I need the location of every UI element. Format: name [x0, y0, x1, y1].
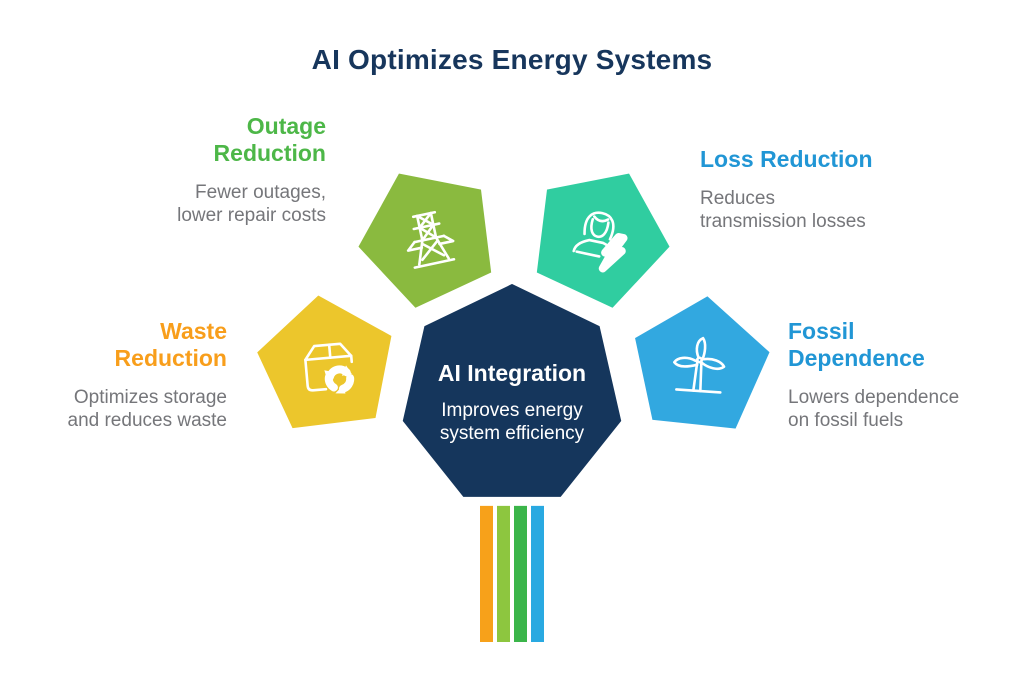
desc-line: Optimizes storage — [73, 387, 227, 408]
heading-line: Outage — [246, 113, 326, 139]
heading-line: Dependence — [788, 345, 925, 371]
label-waste-reduction: Waste Reduction Optimizes storage and re… — [17, 318, 228, 432]
stripe-green — [514, 490, 527, 642]
fossil-dependence-description: Lowers dependence on fossil fuels — [788, 386, 1013, 432]
waste-reduction-description: Optimizes storage and reduces waste — [17, 386, 228, 432]
heading-line: Reduction — [213, 140, 326, 166]
label-fossil-dependence: Fossil Dependence Lowers dependence on f… — [788, 318, 1013, 432]
flow-stripes — [480, 490, 544, 642]
stripe-orange — [480, 490, 493, 642]
loss-reduction-heading: Loss Reduction — [700, 146, 935, 173]
pentagon-fossil-dependence — [626, 287, 779, 437]
center-title: AI Integration — [437, 360, 587, 386]
label-outage-reduction: Outage Reduction Fewer outages, lower re… — [116, 113, 326, 227]
center-subtitle-line: Improves energy — [441, 400, 583, 421]
pentagon-waste-reduction — [248, 286, 400, 437]
loss-reduction-description: Reduces transmission losses — [700, 187, 935, 233]
center-subtitle: Improves energy system efficiency — [394, 399, 630, 445]
pentagon-loss-reduction — [528, 165, 679, 317]
pentagon-outage-reduction — [349, 165, 500, 317]
center-label: AI Integration Improves energy system ef… — [394, 360, 630, 445]
heading-line: Waste — [160, 318, 227, 344]
heading-line: Fossil — [788, 318, 855, 344]
desc-line: Lowers dependence — [788, 387, 960, 408]
center-subtitle-line: system efficiency — [439, 423, 585, 444]
transmission-tower-icon — [406, 210, 456, 269]
center-heptagon — [393, 274, 631, 506]
box-recycle-icon — [304, 342, 355, 394]
person-lightning-icon — [572, 211, 628, 273]
desc-line: Fewer outages, — [195, 182, 326, 203]
desc-line: on fossil fuels — [788, 410, 904, 431]
stripe-blue — [531, 490, 544, 642]
waste-reduction-heading: Waste Reduction — [17, 318, 227, 372]
page-title: AI Optimizes Energy Systems — [311, 44, 713, 75]
wind-turbine-icon — [672, 336, 726, 394]
label-loss-reduction: Loss Reduction Reduces transmission loss… — [700, 146, 935, 233]
outage-reduction-description: Fewer outages, lower repair costs — [116, 181, 326, 227]
desc-line: Reduces — [700, 188, 775, 209]
fossil-dependence-heading: Fossil Dependence — [788, 318, 1013, 372]
desc-line: transmission losses — [700, 211, 866, 232]
heading-line: Loss Reduction — [700, 146, 873, 172]
heading-line: Reduction — [114, 345, 227, 371]
outage-reduction-heading: Outage Reduction — [116, 113, 326, 167]
desc-line: lower repair costs — [177, 205, 326, 226]
stripe-lime — [497, 490, 510, 642]
desc-line: and reduces waste — [67, 410, 228, 431]
